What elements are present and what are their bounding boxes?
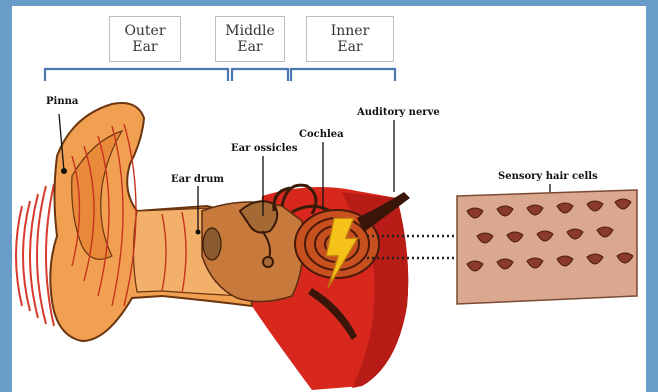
- auditory-nerve-label: Auditory nerve: [357, 107, 440, 118]
- section-brackets: [45, 69, 395, 81]
- eardrum-shape: [203, 228, 221, 260]
- eardrum-marker: [196, 230, 201, 235]
- ear-drum-label: Ear drum: [171, 174, 224, 185]
- pinna-label: Pinna: [46, 96, 78, 107]
- hair-cells-panel: [457, 190, 637, 304]
- inner-ear-bracket: [291, 69, 395, 81]
- pinna-marker: [61, 168, 67, 174]
- middle-ear-bracket: [232, 69, 288, 81]
- outer-ear-bracket: [45, 69, 228, 81]
- sensory-hair-cells-label: Sensory hair cells: [498, 171, 598, 182]
- ear-ossicles-label: Ear ossicles: [231, 143, 297, 154]
- diagram-panel: Outer Ear Middle Ear Inner Ear: [12, 6, 646, 392]
- sound-waves: [16, 184, 54, 326]
- ear-illustration: [12, 6, 646, 392]
- cochlea-label: Cochlea: [299, 129, 344, 140]
